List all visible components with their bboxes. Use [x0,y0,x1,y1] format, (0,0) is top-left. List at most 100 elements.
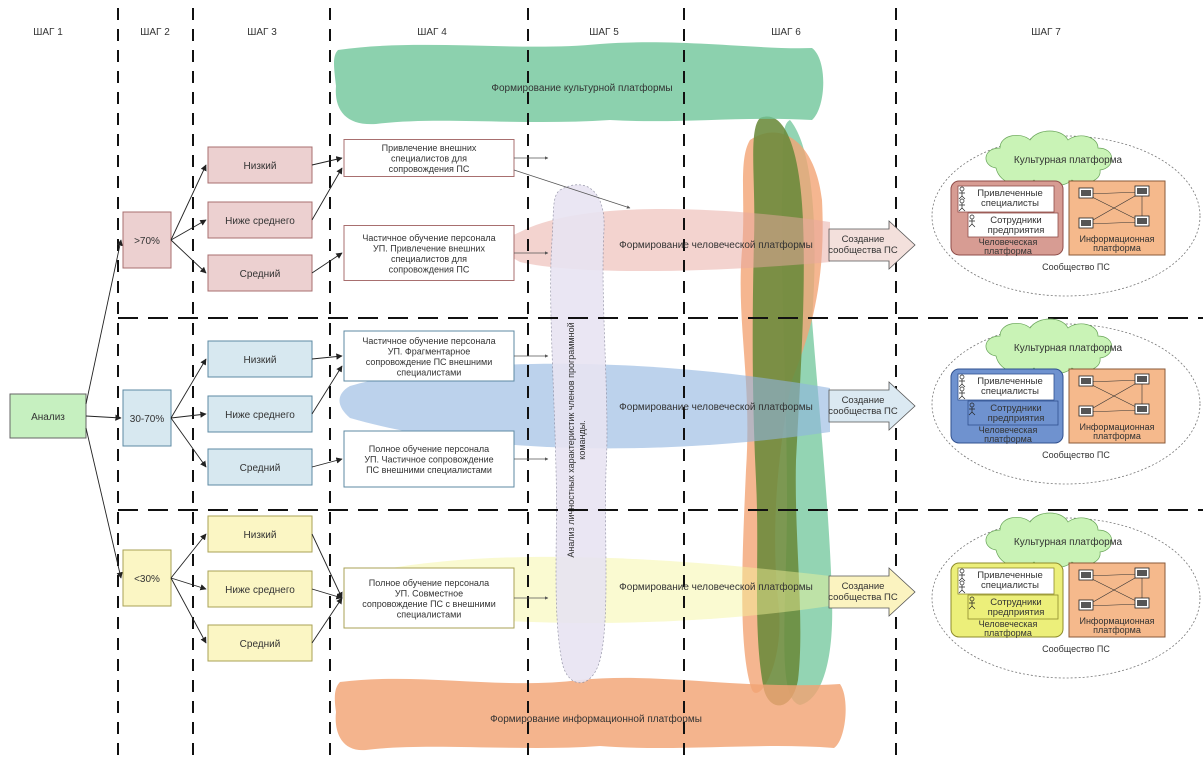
network-link [1085,191,1143,195]
step-5-header: ШАГ 5 [589,27,619,38]
community-ellipse [931,323,1201,485]
network-link [1085,191,1143,225]
culture-cloud-label: Культурная платформа [1014,536,1123,548]
level-label: Средний [240,639,281,650]
level-connector [170,239,207,274]
human-line: платформа [984,628,1032,638]
level-label: Ниже среднего [225,410,295,421]
community-label: Сообщество ПС [1042,450,1110,460]
attracted-line: специалисты [981,198,1039,209]
level-label: Низкий [244,355,277,366]
human-line: платформа [984,246,1032,256]
network-link [1085,379,1143,413]
community-label: Сообщество ПС [1042,262,1110,272]
action-line: УП. Фрагментарное [388,346,471,356]
step5-vertical-text-2: команды. [577,420,587,459]
level-connector [170,577,207,591]
employees-line: Сотрудники [990,597,1041,608]
person-icon [958,573,966,582]
screen-icon [1081,378,1091,384]
level-label: Средний [240,463,281,474]
step-headers: ШАГ 1 ШАГ 2 ШАГ 3 ШАГ 4 ШАГ 5 ШАГ 6 ШАГ … [33,27,1061,38]
level-box [207,254,313,292]
screen-icon [1137,376,1147,382]
culture-band-label: Формирование культурной платформы [491,82,672,94]
human-line: Человеческая [979,425,1038,435]
level-label: Ниже среднего [225,216,295,227]
level-to-action [311,365,343,415]
screen-icon [1081,602,1091,608]
action-line: сопровождения ПС [389,164,470,174]
screen-icon [1081,572,1091,578]
human-line: платформа [984,434,1032,444]
action-line: сопровождения ПС [389,264,470,274]
community-ellipse [931,517,1201,679]
level-box [207,624,313,662]
human-line: Человеческая [979,237,1038,247]
info-line: платформа [1093,625,1141,635]
percent-box [122,211,172,269]
level-to-action [311,588,343,600]
screen-icon [1137,600,1147,606]
screen-icon [1137,406,1147,412]
level-connector [170,164,207,241]
employees-box [967,400,1059,426]
level-box [207,340,313,378]
step-2-header: ШАГ 2 [140,27,170,38]
level-box [207,448,313,486]
level-box [207,570,313,608]
step-3-header: ШАГ 3 [247,27,277,38]
info-line: платформа [1093,243,1141,253]
info-line: Информационная [1079,234,1154,244]
create-community-line: сообщества ПС [828,406,898,417]
employees-line: Сотрудники [990,215,1041,226]
network-link [1085,573,1143,607]
person-icon [958,379,966,388]
level-label: Ниже среднего [225,585,295,596]
network-link [1085,221,1143,225]
screen-icon [1081,190,1091,196]
network-link [1085,603,1143,607]
screen-icon [1137,218,1147,224]
step-7-header: ШАГ 7 [1031,27,1061,38]
create-community-arrow [828,220,916,270]
person-icon [958,203,966,212]
employees-line: предприятия [988,413,1045,424]
screen-icon [1081,408,1091,414]
level-to-action [311,353,343,360]
action-line: специалистами [397,367,462,377]
employees-box [967,594,1059,620]
info-line: Информационная [1079,616,1154,626]
level-connector [170,219,207,241]
human-platform-label: Формирование человеческой платформы [619,581,813,593]
level-connector [170,533,207,579]
action-line: специалистов для [391,154,467,164]
network-link [1085,573,1143,577]
action-line: Привлечение внешних [382,143,477,153]
level-box [207,395,313,433]
action-line: УП. Частичное сопровождение [364,455,493,465]
action-line: специалистами [397,609,462,619]
attracted-line: специалисты [981,580,1039,591]
analysis-connectors [85,239,123,579]
attracted-box [957,373,1055,401]
level-label: Средний [240,269,281,280]
attracted-line: Привлеченные [977,188,1043,199]
level-label: Низкий [244,530,277,541]
level-to-action [311,167,343,221]
level-box [207,146,313,184]
employees-line: предприятия [988,607,1045,618]
level-to-action [311,156,343,166]
create-community-arrow [828,381,916,431]
analysis-label: Анализ [31,412,65,423]
action-box [343,330,515,382]
human-line: Человеческая [979,619,1038,629]
action-line: Частичное обучение персонала [362,233,495,243]
info-line: платформа [1093,431,1141,441]
person-icon [958,391,966,400]
create-community-line: Создание [842,395,885,406]
create-community-line: Создание [842,581,885,592]
employees-line: Сотрудники [990,403,1041,414]
